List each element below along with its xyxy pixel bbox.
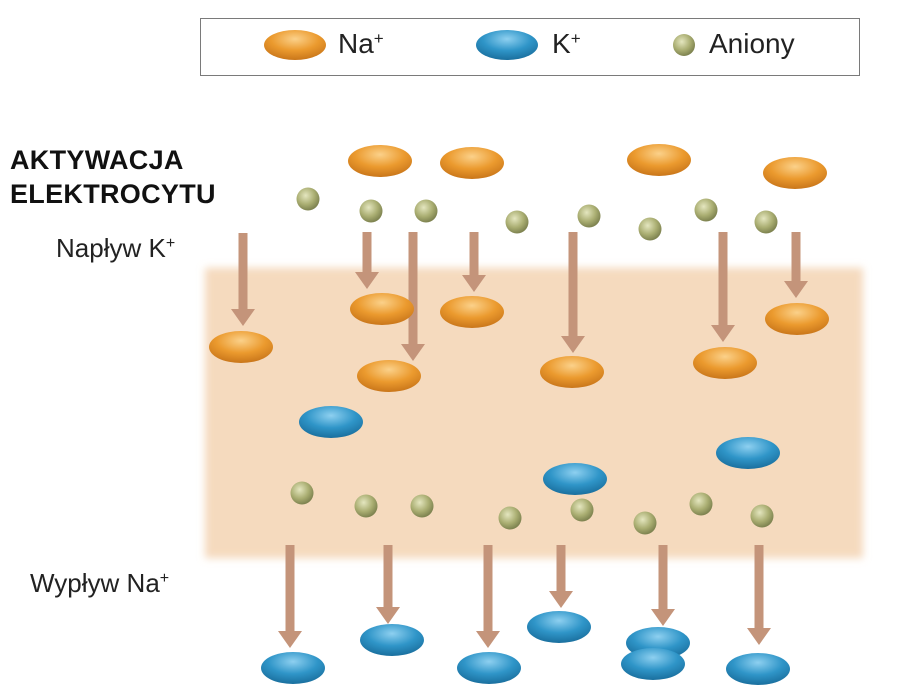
flow-arrow xyxy=(711,232,735,342)
arrow-shaft xyxy=(483,545,493,632)
flow-arrow xyxy=(549,545,573,608)
arrow-shaft xyxy=(658,545,668,610)
arrow-head xyxy=(711,325,735,342)
potassium-ion xyxy=(726,653,790,685)
flow-arrow xyxy=(462,232,486,292)
sodium-ion xyxy=(540,356,604,388)
sodium-ion xyxy=(209,331,273,363)
potassium-ion xyxy=(299,406,363,438)
anion-particle xyxy=(359,199,383,223)
potassium-ion xyxy=(261,652,325,684)
arrow-head xyxy=(549,591,573,608)
legend-potassium-icon xyxy=(476,30,538,60)
arrow-head xyxy=(476,631,500,648)
anion-particle xyxy=(498,506,522,530)
ions-group xyxy=(209,144,829,685)
arrow-head xyxy=(561,336,585,353)
flow-arrow xyxy=(561,232,585,353)
legend-anion-label: Aniony xyxy=(709,28,795,59)
potassium-ion xyxy=(457,652,521,684)
title-line-2: ELEKTROCYTU xyxy=(10,179,216,209)
arrow-shaft xyxy=(362,232,372,273)
arrow-head xyxy=(651,609,675,626)
potassium-ion xyxy=(716,437,780,469)
sodium-ion xyxy=(348,145,412,177)
anion-particle xyxy=(505,210,529,234)
legend-sodium-icon xyxy=(264,30,326,60)
flow-arrow xyxy=(278,545,302,648)
flow-arrow xyxy=(747,545,771,645)
flow-arrow xyxy=(784,232,808,298)
sodium-ion xyxy=(693,347,757,379)
anion-particle xyxy=(296,187,320,211)
arrow-shaft xyxy=(408,232,418,345)
arrow-shaft xyxy=(469,232,479,276)
arrow-shaft xyxy=(285,545,295,632)
arrow-shaft xyxy=(238,233,248,310)
arrow-head xyxy=(278,631,302,648)
legend-potassium-label: K+ xyxy=(552,28,581,59)
arrow-shaft xyxy=(718,232,728,326)
arrow-head xyxy=(355,272,379,289)
legend-sodium-label: Na+ xyxy=(338,28,384,59)
arrow-head xyxy=(231,309,255,326)
flow-arrow xyxy=(376,545,400,624)
anion-particle xyxy=(638,217,662,241)
flow-arrow xyxy=(231,233,255,326)
anion-particle xyxy=(290,481,314,505)
anion-particle xyxy=(577,204,601,228)
title-line-1: AKTYWACJA xyxy=(10,145,184,175)
efflux-label: Wypływ Na+ xyxy=(30,568,170,598)
potassium-ion xyxy=(360,624,424,656)
arrow-head xyxy=(747,628,771,645)
legend-icons xyxy=(264,30,695,60)
arrow-shaft xyxy=(791,232,801,282)
flow-arrow xyxy=(476,545,500,648)
anion-particle xyxy=(410,494,434,518)
anion-particle xyxy=(750,504,774,528)
flow-arrow xyxy=(651,545,675,626)
arrow-head xyxy=(401,344,425,361)
arrow-head xyxy=(784,281,808,298)
arrows-group xyxy=(231,232,808,648)
arrow-shaft xyxy=(556,545,566,592)
arrow-shaft xyxy=(568,232,578,337)
sodium-ion xyxy=(440,147,504,179)
anion-particle xyxy=(754,210,778,234)
diagram-title: AKTYWACJA ELEKTROCYTU xyxy=(10,143,216,211)
sodium-ion xyxy=(763,157,827,189)
anion-particle xyxy=(689,492,713,516)
influx-label: Napływ K+ xyxy=(56,233,176,263)
legend-anion-icon xyxy=(673,34,695,56)
flow-arrow xyxy=(355,232,379,289)
sodium-ion xyxy=(765,303,829,335)
potassium-ion xyxy=(527,611,591,643)
anion-particle xyxy=(633,511,657,535)
arrow-shaft xyxy=(754,545,764,629)
potassium-ion xyxy=(543,463,607,495)
arrow-head xyxy=(376,607,400,624)
arrow-head xyxy=(462,275,486,292)
potassium-ion xyxy=(621,648,685,680)
anion-particle xyxy=(354,494,378,518)
anion-particle xyxy=(694,198,718,222)
anion-particle xyxy=(414,199,438,223)
arrow-shaft xyxy=(383,545,393,608)
sodium-ion xyxy=(357,360,421,392)
sodium-ion xyxy=(440,296,504,328)
sodium-ion xyxy=(627,144,691,176)
flow-arrow xyxy=(401,232,425,361)
sodium-ion xyxy=(350,293,414,325)
anion-particle xyxy=(570,498,594,522)
